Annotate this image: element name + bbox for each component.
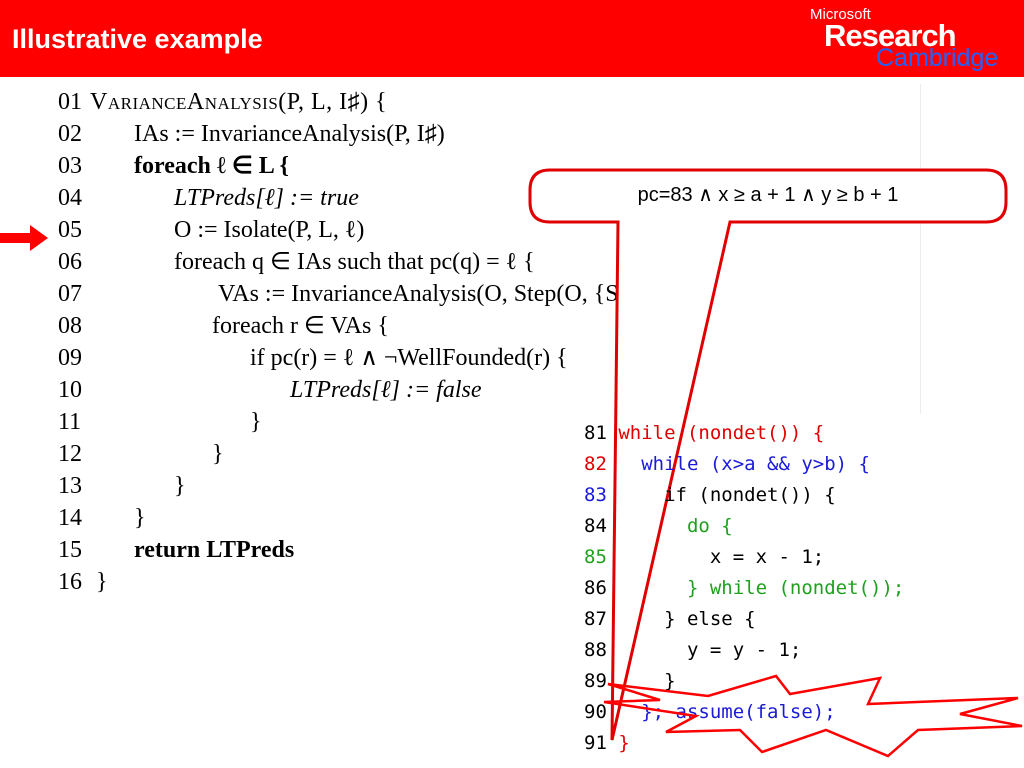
line-number: 12: [58, 441, 82, 467]
code-line-text: while (nondet()) {: [618, 422, 825, 444]
algo-line: 16}: [58, 566, 108, 598]
code-line: 88 y = y - 1;: [584, 635, 801, 666]
code-line-number: 88: [584, 639, 607, 661]
code-line-number: 87: [584, 608, 607, 630]
line-number: 14: [58, 505, 82, 531]
algo-line: 05 O := Isolate(P, L, ℓ): [58, 214, 364, 246]
logo-line-research: Research: [824, 18, 957, 53]
line-text: foreach q ∈ IAs such that pc(q) = ℓ {: [174, 249, 535, 275]
code-line-text: } else {: [618, 608, 756, 630]
line-text: LTPreds[ℓ] := true: [174, 185, 359, 211]
title-bar: Illustrative example Microsoft Research …: [0, 0, 1024, 77]
logo-line-microsoft: Microsoft: [810, 6, 871, 23]
code-line-text: x = x - 1;: [618, 546, 825, 568]
line-number: 04: [58, 185, 82, 211]
code-line: 87 } else {: [584, 604, 756, 635]
code-line-text: while (x>a && y>b) {: [618, 453, 871, 475]
current-line-arrow-icon: [0, 225, 48, 251]
algo-line: 06 foreach q ∈ IAs such that pc(q) = ℓ {: [58, 246, 535, 278]
code-line: 86 } while (nondet());: [584, 573, 904, 604]
line-number: 16: [58, 569, 82, 595]
algo-line: 04 LTPreds[ℓ] := true: [58, 182, 359, 214]
algo-line: 08 foreach r ∈ VAs {: [58, 310, 389, 342]
line-number: 13: [58, 473, 82, 499]
callout-condition: pc=83 ∧ x ≥ a + 1 ∧ y ≥ b + 1: [637, 184, 899, 206]
line-text: foreach ℓ ∈ L {: [134, 153, 289, 179]
code-line-text: }: [618, 670, 676, 692]
code-line-number: 90: [584, 701, 607, 723]
line-text: foreach r ∈ VAs {: [212, 313, 389, 339]
code-line-text: do {: [618, 515, 733, 537]
line-number: 09: [58, 345, 82, 371]
code-line-number: 89: [584, 670, 607, 692]
algo-line: 10 LTPreds[ℓ] := false: [58, 374, 482, 406]
line-text: }: [212, 441, 224, 467]
line-number: 11: [58, 409, 82, 435]
divider-line: [920, 84, 921, 414]
line-number: 10: [58, 377, 82, 403]
code-line-text: }: [618, 732, 630, 754]
line-number: 05: [58, 217, 82, 243]
code-line: 89 }: [584, 666, 676, 697]
line-text: O := Isolate(P, L, ℓ): [174, 217, 365, 243]
algo-line: 01 VarianceAnalysis(P, L, I♯) {: [58, 86, 387, 118]
code-line-text: } while (nondet());: [618, 577, 905, 599]
code-line: 90 }; assume(false);: [584, 697, 836, 728]
line-text: return LTPreds: [134, 537, 295, 563]
line-number: 02: [58, 121, 82, 147]
code-line-number: 84: [584, 515, 607, 537]
logo-line-cambridge: Cambridge: [876, 44, 999, 72]
algo-line: 02 IAs := InvarianceAnalysis(P, I♯): [58, 118, 445, 150]
line-text: }: [174, 473, 186, 499]
algo-line: 12}: [58, 438, 224, 470]
line-number: 03: [58, 153, 82, 179]
code-line: 81 while (nondet()) {: [584, 418, 824, 449]
line-text: }: [134, 505, 146, 531]
code-line-text: }; assume(false);: [618, 701, 836, 723]
line-number: 08: [58, 313, 82, 339]
algo-line: 14}: [58, 502, 146, 534]
line-number: 15: [58, 537, 82, 563]
algo-line: 09 if pc(r) = ℓ ∧ ¬WellFounded(r) {: [58, 342, 568, 374]
line-text: if pc(r) = ℓ ∧ ¬WellFounded(r) {: [250, 345, 568, 371]
code-line-number: 83: [584, 484, 607, 506]
line-text: }: [250, 409, 262, 435]
line-number: 07: [58, 281, 82, 307]
code-line: 83 if (nondet()) {: [584, 480, 836, 511]
line-text: VarianceAnalysis(P, L, I♯) {: [90, 89, 388, 115]
algo-line: 03 foreach ℓ ∈ L {: [58, 150, 289, 182]
code-line-number: 91: [584, 732, 607, 754]
page-title: Illustrative example: [12, 24, 263, 54]
line-text: }: [96, 569, 108, 595]
line-text: IAs := InvarianceAnalysis(P, I♯): [134, 121, 445, 147]
algo-line: 11}: [58, 406, 262, 438]
code-line: 91 }: [584, 728, 630, 759]
explosion-highlight-icon: [603, 674, 1023, 758]
line-number: 01: [58, 89, 82, 115]
algo-line: 13}: [58, 470, 186, 502]
microsoft-research-logo: Microsoft Research Cambridge: [810, 6, 1015, 72]
code-line-number: 86: [584, 577, 607, 599]
code-line-number: 85: [584, 546, 607, 568]
callout-speech-bubble: [528, 168, 1008, 741]
code-line-number: 82: [584, 453, 607, 475]
code-line: 84 do {: [584, 511, 733, 542]
code-line-text: if (nondet()) {: [618, 484, 836, 506]
line-text: LTPreds[ℓ] := false: [290, 377, 482, 403]
code-line: 82 while (x>a && y>b) {: [584, 449, 870, 480]
line-number: 06: [58, 249, 82, 275]
code-line-number: 81: [584, 422, 607, 444]
algo-line: 15 return LTPreds: [58, 534, 294, 566]
code-line: 85 x = x - 1;: [584, 542, 824, 573]
code-line-text: y = y - 1;: [618, 639, 802, 661]
